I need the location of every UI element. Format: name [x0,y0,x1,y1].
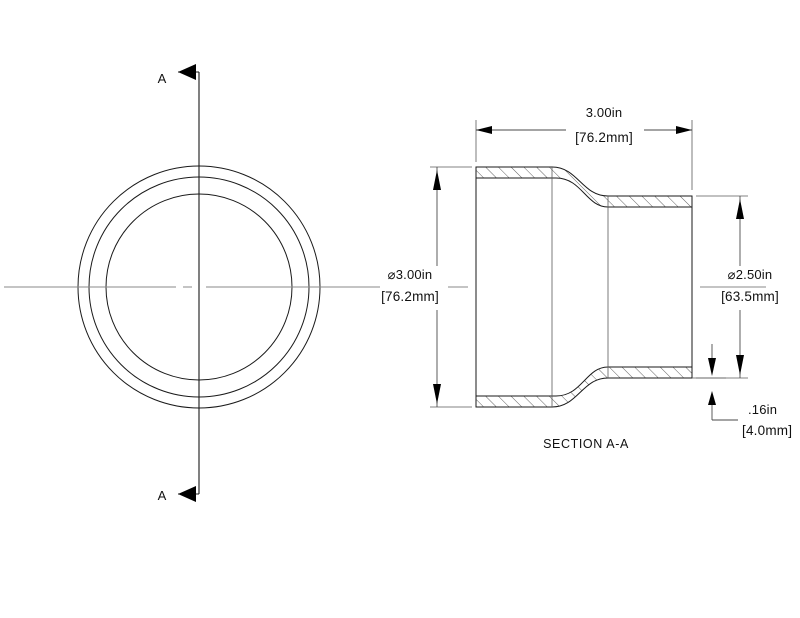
small-diameter-dimension: ⌀2.50in [63.5mm] [696,195,779,379]
wall-thickness-dimension: .16in [4.0mm] [692,344,792,438]
wall-thickness-inch: .16in [748,402,777,417]
large-diameter-inch: ⌀3.00in [388,267,433,282]
large-diameter-mm: [76.2mm] [381,289,439,304]
section-arrowhead-top [178,64,196,80]
wall-thickness-mm: [4.0mm] [742,423,792,438]
length-dimension-inch: 3.00in [586,105,623,120]
length-dimension: 3.00in [76.2mm] [475,105,693,190]
section-letter-bottom: A [158,488,167,503]
length-arrow-left [476,126,492,134]
section-view-label: SECTION A-A [543,437,629,451]
top-wall-section [475,166,693,208]
small-dia-arrow-bottom [736,355,744,375]
section-arrowhead-bottom [178,486,196,502]
section-letter-top: A [158,71,167,86]
small-diameter-inch: ⌀2.50in [728,267,773,282]
front-view-centerlines [4,72,380,494]
section-mark-bottom [178,486,199,502]
length-dimension-mm: [76.2mm] [575,130,633,145]
thickness-arrow-top [708,358,716,376]
length-arrow-right [676,126,692,134]
large-dia-arrow-top [433,170,441,190]
large-dia-arrow-bottom [433,384,441,404]
section-view-geometry [448,166,766,408]
bottom-wall-section [475,366,693,408]
section-mark-top [178,64,199,80]
small-dia-arrow-top [736,199,744,219]
thickness-arrow-bottom [708,391,716,405]
small-diameter-mm: [63.5mm] [721,289,779,304]
large-diameter-dimension: ⌀3.00in [76.2mm] [381,166,472,408]
